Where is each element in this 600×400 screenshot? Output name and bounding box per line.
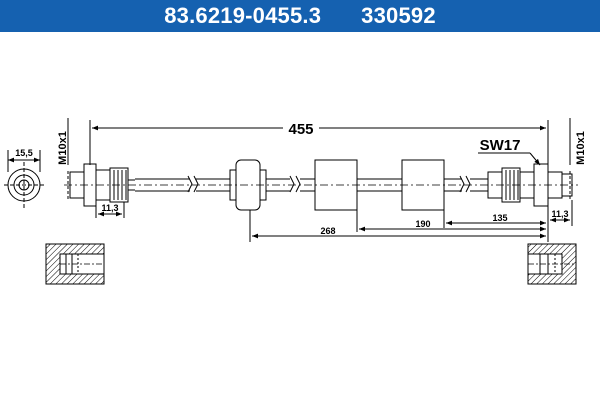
dim-135 [443,210,546,228]
dim-190-label: 190 [415,219,430,229]
technical-drawing: 15,5 M10x1 [4,118,587,285]
title-bar: 83.6219-0455.3 330592 [0,0,600,32]
thread-left-label: M10x1 [57,131,69,165]
overall-length-label: 455 [288,121,313,138]
thread-right-label: M10x1 [575,131,587,165]
end-diameter-label: 15,5 [15,148,33,158]
end-view-left [4,150,44,208]
wrench-size-leader [478,152,541,166]
fitting-length-left-dimension [95,200,125,218]
fitting-length-left-label: 11,3 [101,203,118,213]
dim-190 [356,210,546,232]
wrench-size-label: SW17 [480,137,521,154]
reference-number: 330592 [361,3,436,28]
dim-268-label: 268 [320,226,335,236]
dim-268 [249,210,549,242]
fitting-length-right-label: 11,3 [551,209,568,219]
part-number: 83.6219-0455.3 [164,3,322,28]
fitting-length-right-dimension [547,200,573,226]
brake-hose [64,159,578,211]
port-section-left [45,243,105,285]
dim-135-label: 135 [492,213,507,223]
port-section-right [527,243,577,285]
